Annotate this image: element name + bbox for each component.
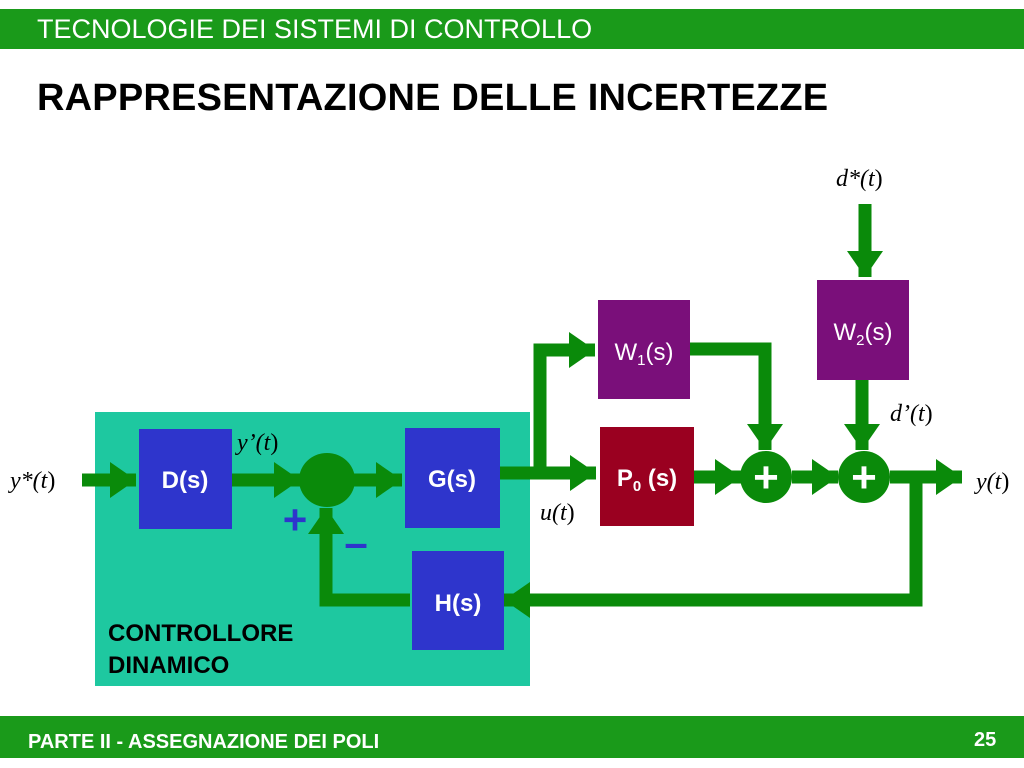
block-w2 (817, 280, 909, 380)
block-w1-label: W1(s) (615, 339, 674, 369)
signal-y-prime: y’(t) (235, 430, 278, 456)
signal-y-output: y(t) (974, 469, 1009, 495)
wire-feedback-to-h (504, 477, 923, 618)
block-g (405, 428, 500, 528)
signal-d-star: d*(t) (836, 166, 883, 192)
signal-y-star: y*(t) (8, 468, 55, 494)
header-bar (0, 9, 1024, 49)
block-w2-label: W2(s) (834, 319, 893, 349)
sum-minus-sign: – (344, 519, 367, 566)
wire-h-to-sum (308, 508, 410, 607)
slide-title: RAPPRESENTAZIONE DELLE INCERTEZZE (37, 77, 829, 119)
block-p0-label: P0 (s) (617, 465, 677, 495)
footer-bar (0, 716, 1024, 758)
course-title: TECNOLOGIE DEI SISTEMI DI CONTROLLO (37, 14, 593, 44)
sum-node-2 (838, 451, 890, 503)
footer-section: PARTE II - ASSEGNAZIONE DEI POLI (28, 731, 380, 753)
controller-label-line1: CONTROLLORE (108, 620, 293, 647)
block-g-label: G(s) (428, 466, 476, 493)
block-diagram: + + D(s) G(s) H(s) W1(s) W2(s) P0 (s) + … (8, 166, 1009, 686)
block-h (412, 551, 504, 650)
wire-w1-to-sum1 (690, 342, 783, 450)
sum-node-1 (740, 451, 792, 503)
signal-d-prime: d’(t) (890, 401, 933, 427)
sum-plus-sign: + (283, 496, 308, 543)
sum-node-1-plus: + (753, 453, 779, 502)
block-p0 (600, 427, 694, 526)
page-number: 25 (974, 729, 997, 751)
block-w1 (598, 300, 690, 399)
sum-junction-controller (299, 453, 355, 507)
signal-u: u(t) (540, 500, 575, 526)
block-d (139, 429, 232, 529)
block-h-label: H(s) (435, 590, 482, 617)
block-d-label: D(s) (162, 467, 209, 494)
sum-node-2-plus: + (851, 453, 877, 502)
wire-branch-to-w1 (533, 332, 595, 473)
controller-label-line2: DINAMICO (108, 652, 229, 679)
